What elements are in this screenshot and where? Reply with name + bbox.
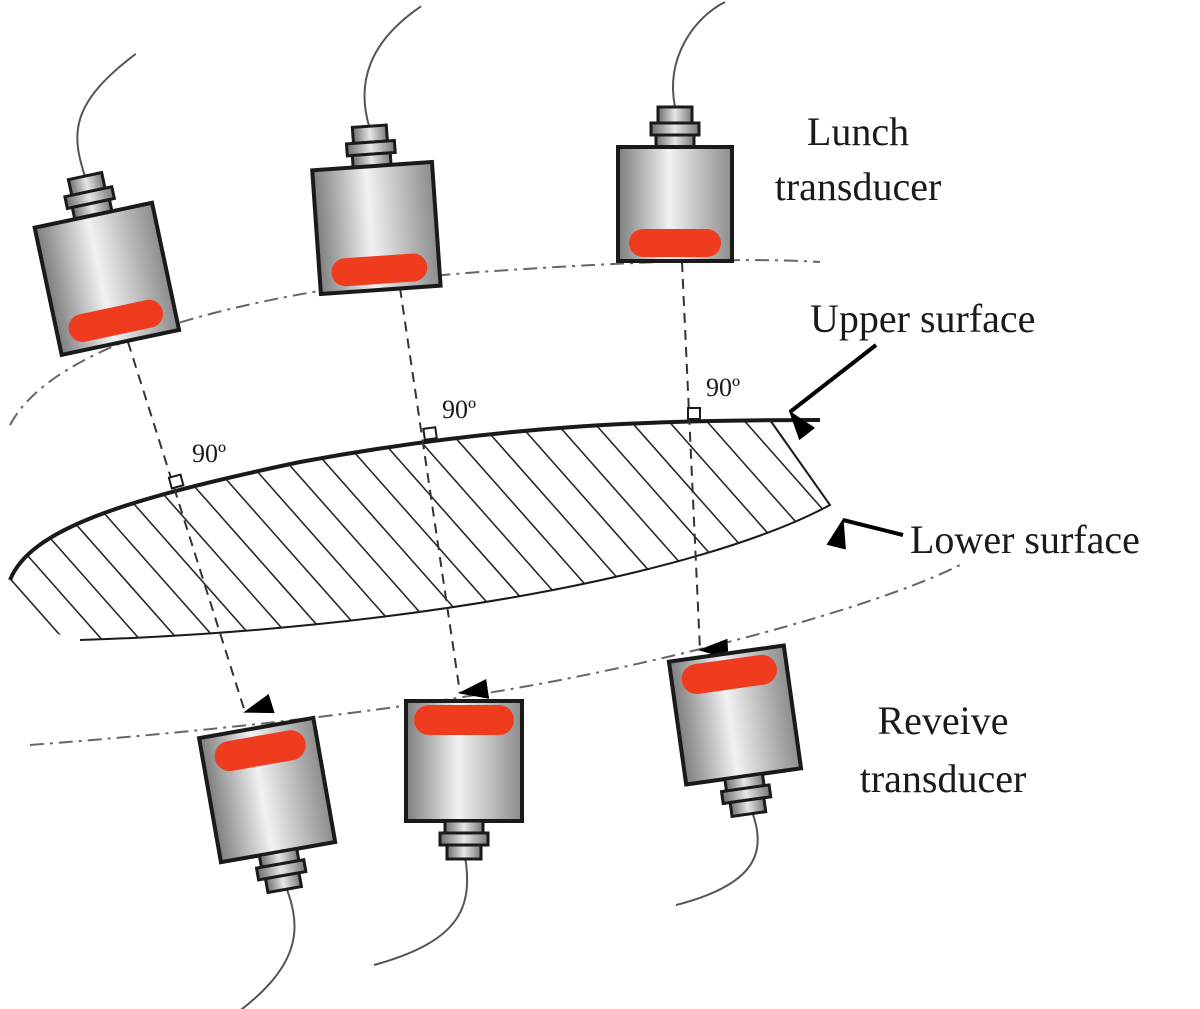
hatch-line: [573, 420, 805, 640]
launch-path-curve: [9, 259, 821, 426]
upper-surface-pointer: [788, 343, 878, 441]
hatch-line: [193, 420, 425, 640]
hatch-line: [383, 420, 615, 640]
hatch-line: [497, 420, 729, 640]
receive-transducer-3: [666, 643, 804, 907]
launch-transducer-2: [310, 5, 443, 297]
lower-surface-label: Lower surface: [910, 517, 1140, 562]
right-angle-marker-2: [422, 426, 438, 441]
receive-path-curve: [29, 564, 961, 746]
lower-surface-line: [79, 419, 832, 641]
right-angle-marker-1: [167, 473, 185, 490]
beam-path-1: [127, 341, 275, 714]
hatch-line: [649, 420, 830, 640]
receive-transducer-1: [196, 715, 338, 1009]
hatch-line: [117, 420, 349, 640]
beam-path-3: [681, 261, 729, 659]
hatch-line: [10, 420, 121, 640]
lower-surface-pointer: [826, 518, 904, 550]
hatch-line: [459, 420, 691, 640]
right-angle-marker-3: [687, 407, 701, 420]
hatch-line: [0, 400, 6, 660]
launch-transducer-3: [616, 1, 734, 263]
upper-surface-label: Upper surface: [810, 296, 1035, 341]
hatch-line: [10, 420, 197, 640]
receive-label-line2: transducer: [860, 756, 1027, 801]
receive-transducer-2: [373, 699, 524, 966]
hatch-line: [535, 420, 767, 640]
receive-label-line1: Reveive: [877, 698, 1008, 743]
hatch-line: [10, 420, 45, 640]
hatch-line: [41, 420, 273, 640]
angle-label-3: 90º: [706, 373, 740, 402]
upper-surface-line: [8, 418, 821, 581]
hatch-line: [10, 420, 83, 640]
beam-path-2: [399, 287, 490, 699]
launch-label-line1: Lunch: [807, 109, 909, 154]
angle-label-2: 90º: [442, 395, 476, 424]
launch-transducer-1: [32, 53, 182, 358]
angle-label-1: 90º: [192, 439, 226, 468]
hatch-line: [10, 420, 159, 640]
launch-label-line2: transducer: [775, 164, 942, 209]
hatch-line: [725, 420, 830, 640]
